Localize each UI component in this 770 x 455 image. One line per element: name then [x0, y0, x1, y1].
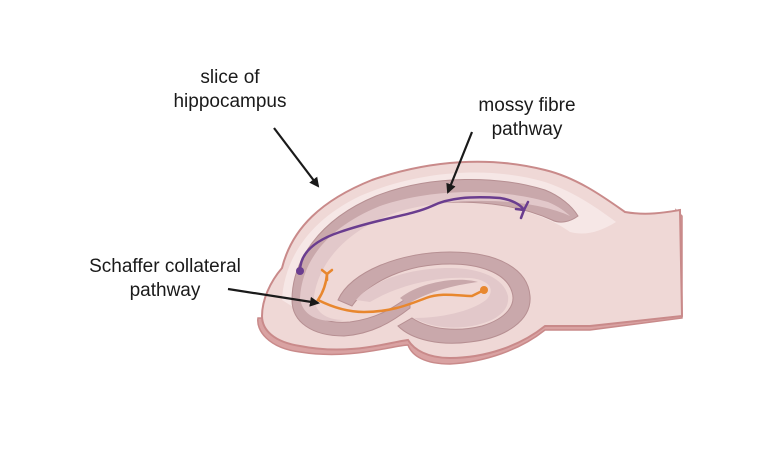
mossy-fibre-start-dot — [296, 267, 304, 275]
slice-label-line1: slice of — [200, 67, 260, 88]
mossy-fibre-arrow — [446, 131, 474, 194]
schaffer-collateral-arrow — [227, 287, 320, 307]
slice-of-hippocampus-label: slice of hippocampus — [150, 66, 310, 114]
dentate-gyrus-inner — [356, 268, 509, 328]
dentate-gyrus-outer — [337, 251, 531, 344]
schaffer-label-line1: Schaffer collateral — [89, 256, 241, 277]
mossy-fibre-pathway-line — [296, 196, 530, 275]
schaffer-collateral-pathway-line — [316, 268, 488, 314]
hilus-curl — [400, 279, 478, 304]
mossy-label-line2: pathway — [491, 119, 563, 140]
schaffer-collateral-pathway-label: Schaffer collateral pathway — [70, 255, 260, 303]
slice-label-line2: hippocampus — [173, 91, 287, 112]
mossy-fibre-pathway-label: mossy fibre pathway — [462, 94, 592, 142]
schaffer-collateral-end-dot — [480, 286, 488, 294]
schaffer-label-line2: pathway — [129, 280, 201, 301]
mossy-label-line1: mossy fibre — [478, 95, 576, 116]
slice-of-hippocampus-arrow — [273, 127, 320, 188]
